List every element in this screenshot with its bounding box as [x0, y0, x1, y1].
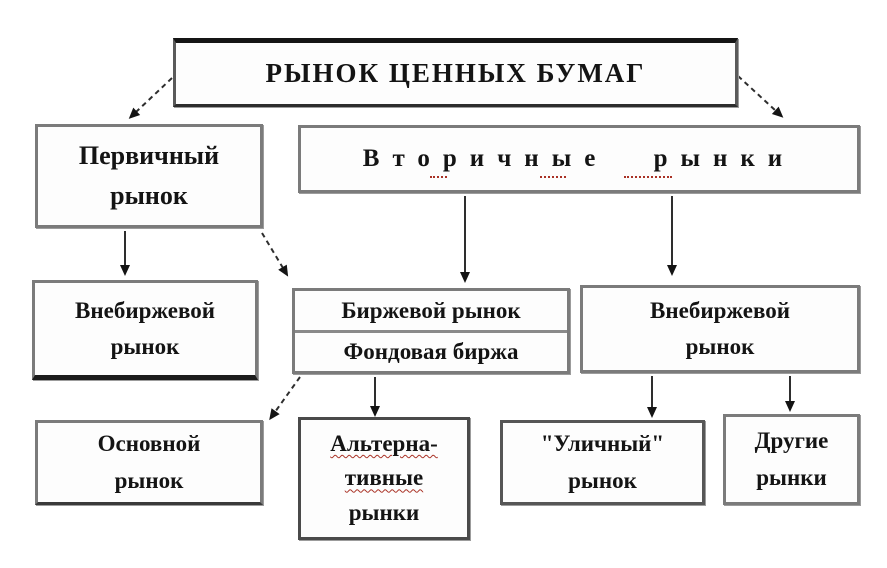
node-main-market-line2: рынок [114, 467, 184, 493]
node-exchange-market-label: Биржевой рынок [341, 297, 521, 323]
node-alternative-markets-line3: рынки [348, 499, 420, 525]
node-alternative-markets-line2: тивные [344, 465, 424, 491]
node-main-market: Основной рынок [35, 420, 263, 505]
node-alternative-markets-line1: Альтерна- [330, 430, 438, 456]
node-main-market-line1: Основной [97, 430, 201, 456]
node-secondary-markets-label: Вторичные рынки [362, 144, 796, 172]
arrow-exchange-to-main [269, 376, 301, 421]
node-otc-market-left-line1: Внебиржевой [75, 298, 215, 324]
arrow-title-to-secondary [737, 75, 784, 118]
node-securities-market: РЫНОК ЦЕННЫХ БУМАГ [173, 38, 738, 107]
node-otc-market-right: Внебиржевой рынок [580, 285, 860, 373]
node-street-market-line2: рынок [568, 467, 637, 493]
spellcheck-mark [540, 173, 566, 178]
node-primary-market-line1: Первичный [78, 140, 220, 170]
node-alternative-markets: Альтерна- тивные рынки [298, 417, 470, 540]
node-secondary-markets: Вторичные рынки [298, 125, 860, 193]
node-otc-market-left: Внебиржевой рынок [32, 280, 258, 380]
node-primary-market-line2: рынок [110, 181, 188, 210]
node-otc-market-right-line1: Внебиржевой [650, 298, 790, 324]
node-securities-market-label: РЫНОК ЦЕННЫХ БУМАГ [265, 57, 646, 88]
node-stock-exchange-label: Фондовая биржа [343, 339, 519, 365]
node-otc-market-right-line2: рынок [685, 334, 755, 359]
arrow-primary-to-exchange [261, 232, 289, 277]
node-street-market: "Уличный" рынок [500, 420, 705, 505]
arrow-title-to-primary [128, 77, 173, 119]
node-other-markets: Другие рынки [723, 414, 860, 505]
node-exchange-market: Биржевой рынок Фондовая биржа [292, 288, 570, 374]
node-primary-market: Первичный рынок [35, 124, 263, 228]
node-stock-exchange-cell: Фондовая биржа [295, 333, 567, 372]
node-other-markets-line2: рынки [756, 464, 827, 490]
spellcheck-mark [624, 173, 672, 178]
node-otc-market-left-line2: рынок [110, 334, 180, 359]
node-exchange-market-cell: Биржевой рынок [295, 291, 567, 333]
node-other-markets-line1: Другие [754, 427, 829, 453]
spellcheck-mark [430, 173, 447, 178]
node-street-market-line1: "Уличный" [540, 430, 665, 456]
